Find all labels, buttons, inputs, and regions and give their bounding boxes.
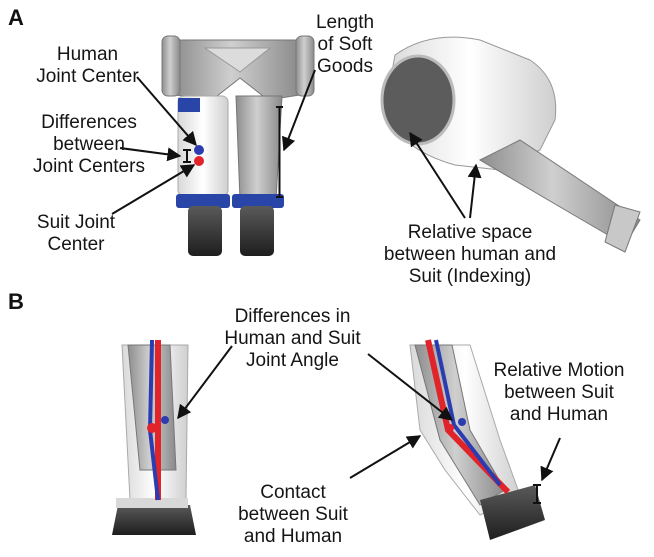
label-length-soft-goods: Length of Soft Goods [300, 12, 390, 78]
human-joint-dot-bent [458, 418, 466, 426]
arrow-relative-space-right [470, 165, 476, 218]
hip-indexing-illustration [382, 37, 640, 252]
arrow-relative-motion [542, 438, 560, 480]
panel-label-b: B [8, 290, 24, 314]
label-relative-space: Relative space between human and Suit (I… [375, 222, 565, 288]
label-human-joint-center: Human Joint Center [30, 44, 145, 88]
label-differences-joint-centers: Differences between Joint Centers [14, 112, 164, 178]
label-relative-motion: Relative Motion between Suit and Human [484, 360, 634, 426]
side-view-leg-straight [112, 345, 196, 535]
suit-joint-dot-straight [147, 423, 157, 433]
arrow-contact [350, 436, 420, 478]
panel-label-a: A [8, 6, 24, 30]
suit-joint-center-marker [194, 156, 204, 166]
label-suit-joint-center: Suit Joint Center [26, 212, 126, 256]
human-joint-dot-straight [161, 416, 169, 424]
human-joint-center-marker [194, 145, 204, 155]
front-suit-illustration [162, 36, 314, 256]
label-differences-joint-angle: Differences in Human and Suit Joint Angl… [210, 306, 375, 372]
suit-joint-dot-bent [446, 424, 454, 432]
label-contact: Contact between Suit and Human [228, 482, 358, 548]
